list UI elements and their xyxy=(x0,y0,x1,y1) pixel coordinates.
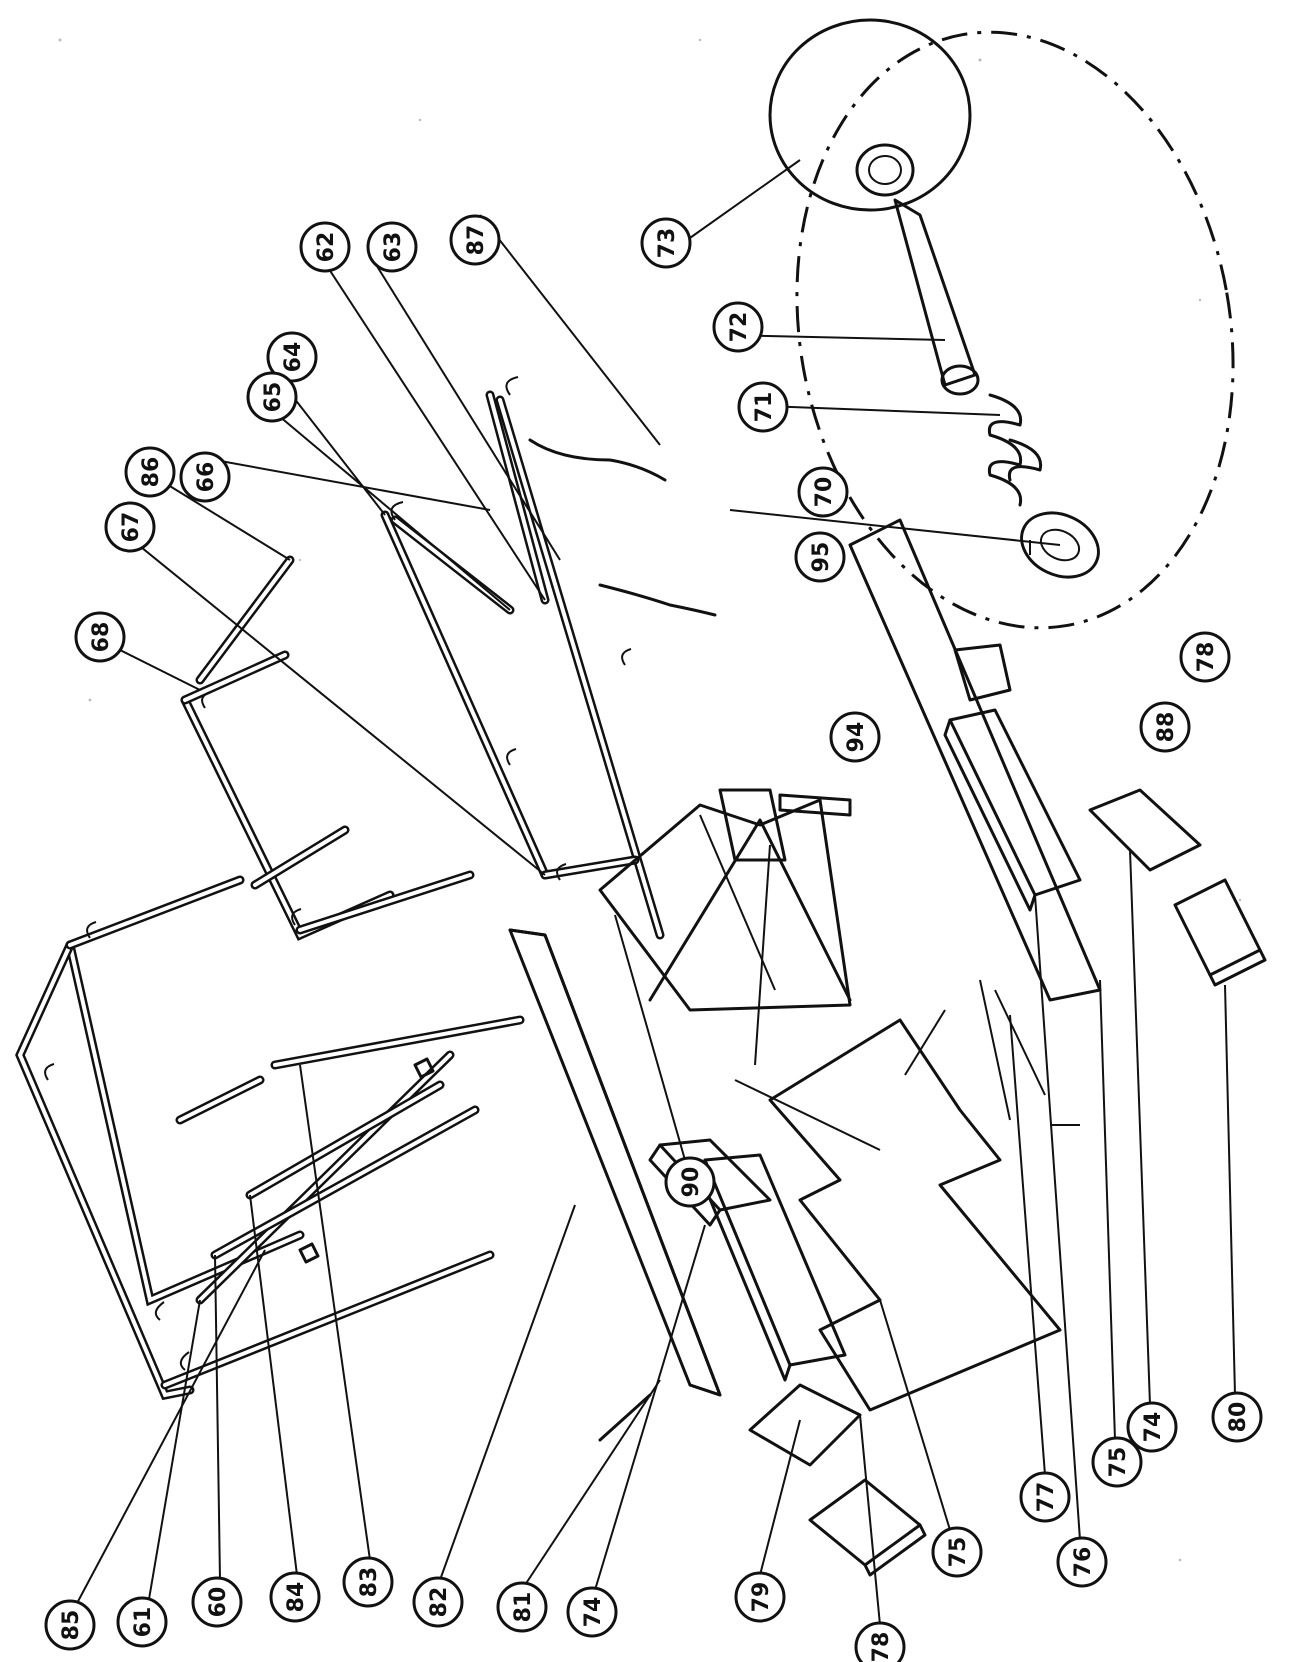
callout-65: 65 xyxy=(246,371,298,423)
rods-60-61-83-84-85-86 xyxy=(160,555,525,1390)
callout-61: 61 xyxy=(116,1596,168,1648)
leader-lines xyxy=(74,159,1236,1626)
callout-81: 81 xyxy=(496,1581,548,1633)
callout-95: 95 xyxy=(794,531,846,583)
callout-label: 77 xyxy=(1034,1482,1059,1513)
callout-75-right: 75 xyxy=(1091,1436,1143,1488)
callout-label: 70 xyxy=(812,477,837,508)
callout-label: 79 xyxy=(749,1582,774,1613)
callout-67: 67 xyxy=(104,501,156,553)
callout-label: 90 xyxy=(679,1167,704,1198)
callout-62: 62 xyxy=(299,221,351,273)
callout-84: 84 xyxy=(269,1571,321,1623)
callout-72: 72 xyxy=(712,301,764,353)
panel-77 xyxy=(768,1018,1062,1412)
callout-63: 63 xyxy=(366,221,418,273)
callout-label: 76 xyxy=(1071,1547,1096,1578)
callout-label: 82 xyxy=(427,1587,452,1618)
wheel-assembly xyxy=(768,18,1235,630)
callout-68: 68 xyxy=(74,611,126,663)
callout-79: 79 xyxy=(734,1571,786,1623)
callout-label: 71 xyxy=(752,392,777,423)
callout-66: 66 xyxy=(179,451,231,503)
panel-76 xyxy=(848,518,1102,1002)
callout-71: 71 xyxy=(737,381,789,433)
callout-83: 83 xyxy=(342,1556,394,1608)
callout-label: 80 xyxy=(1226,1402,1251,1433)
callout-label: 87 xyxy=(464,225,489,256)
callout-label: 66 xyxy=(194,462,219,493)
arms-62-63-65-66-67 xyxy=(380,376,665,940)
callout-73: 73 xyxy=(640,217,692,269)
callout-label: 65 xyxy=(261,382,286,413)
callout-label: 73 xyxy=(655,228,680,259)
frame-main xyxy=(15,875,305,1401)
callout-label: 94 xyxy=(844,722,869,753)
callout-label: 75 xyxy=(946,1537,971,1568)
callout-88: 88 xyxy=(1139,701,1191,753)
callout-85: 85 xyxy=(44,1599,96,1651)
callout-label: 78 xyxy=(869,1632,894,1662)
callout-label: 61 xyxy=(131,1607,156,1638)
panel-81 xyxy=(508,928,722,1442)
callout-77: 77 xyxy=(1019,1471,1071,1523)
scan-speckles xyxy=(58,38,1242,1602)
callout-76: 76 xyxy=(1056,1536,1108,1588)
callout-64: 64 xyxy=(266,331,318,383)
springs-87 xyxy=(528,438,717,617)
callout-70: 70 xyxy=(797,466,849,518)
callout-87: 87 xyxy=(449,214,501,266)
callout-label: 84 xyxy=(284,1582,309,1613)
callout-82: 82 xyxy=(412,1576,464,1628)
panel-78-lower xyxy=(748,1383,862,1467)
callout-74-right: 74 xyxy=(1126,1401,1178,1453)
callout-75-bottom: 75 xyxy=(931,1526,983,1578)
callout-label: 88 xyxy=(1154,712,1179,743)
bracket-78-upper xyxy=(953,643,1012,702)
panel-79 xyxy=(808,1478,927,1577)
callout-label: 83 xyxy=(357,1567,382,1598)
callout-90: 90 xyxy=(664,1156,716,1208)
callout-label: 60 xyxy=(206,1587,231,1618)
callout-label: 63 xyxy=(381,232,406,263)
panel-80 xyxy=(1173,878,1267,987)
callout-label: 86 xyxy=(139,457,164,488)
callout-label: 78 xyxy=(1194,642,1219,673)
callout-label: 74 xyxy=(1141,1412,1166,1443)
box-94-95 xyxy=(598,788,852,1012)
callout-label: 95 xyxy=(809,542,834,573)
panel-75-upper xyxy=(943,708,1082,912)
callout-74-bottom: 74 xyxy=(566,1586,618,1638)
callout-60: 60 xyxy=(191,1576,243,1628)
callout-86: 86 xyxy=(124,446,176,498)
panel-74-right xyxy=(1088,788,1202,872)
callout-label: 64 xyxy=(281,342,306,373)
callout-label: 75 xyxy=(1106,1447,1131,1478)
callout-label: 62 xyxy=(314,232,339,263)
callout-94: 94 xyxy=(829,711,881,763)
callout-80: 80 xyxy=(1211,1391,1263,1443)
callout-label: 72 xyxy=(727,312,752,343)
callout-label: 74 xyxy=(581,1597,606,1628)
callout-78-right: 78 xyxy=(1179,631,1231,683)
callout-label: 85 xyxy=(59,1610,84,1641)
callout-label: 68 xyxy=(89,622,114,653)
callout-label: 67 xyxy=(119,512,144,543)
callout-label: 81 xyxy=(511,1592,536,1623)
callout-78-bottom: 78 xyxy=(854,1621,906,1662)
